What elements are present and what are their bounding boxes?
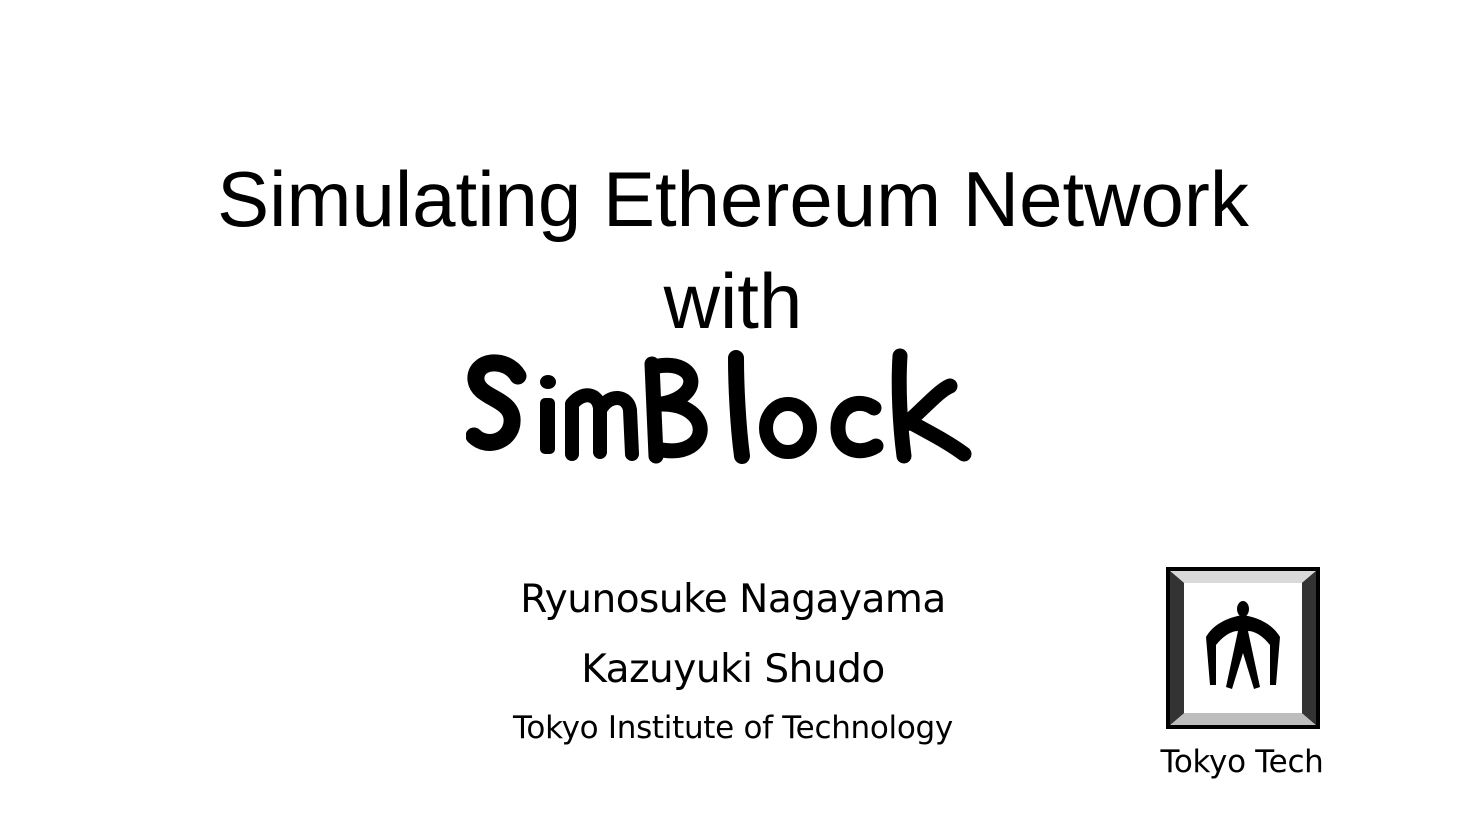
author-name-2: Kazuyuki Shudo (581, 647, 885, 692)
affiliation: Tokyo Institute of Technology (513, 710, 953, 746)
emblem-caption: Tokyo Tech (1160, 744, 1324, 780)
author-name-1: Ryunosuke Nagayama (520, 577, 946, 622)
slide-title-line-1: Simulating Ethereum Network (217, 155, 1249, 243)
tokyo-tech-emblem-icon (1166, 567, 1320, 729)
slide-title-line-2: with (663, 257, 803, 345)
simblock-logo (466, 346, 978, 464)
